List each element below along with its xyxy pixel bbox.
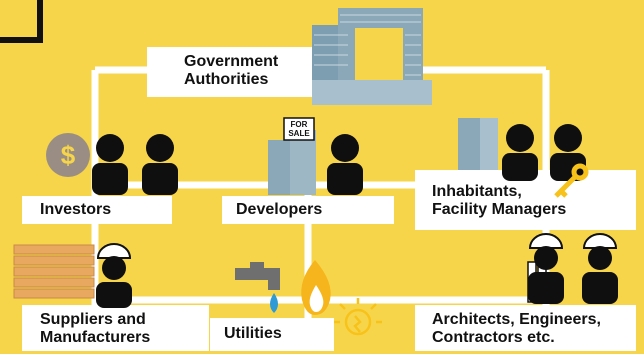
office-tower-icon (312, 8, 432, 105)
light-bulb-icon (334, 298, 382, 336)
apartment-building-icon (458, 118, 498, 170)
label-line-1: Government (184, 53, 279, 70)
inhabitants-label: Inhabitants, Facility Managers (432, 183, 566, 219)
label-text: Investors (40, 201, 112, 218)
hard-hat-worker-silhouette (96, 243, 132, 308)
svg-text:$: $ (61, 140, 76, 170)
water-drop-icon (270, 293, 278, 313)
label-text: Utilities (224, 325, 282, 342)
dollar-coin-icon: $ (46, 133, 90, 177)
for-sale-sign-line-2: SALE (288, 129, 310, 138)
hard-hat-worker-icon (528, 233, 564, 304)
label-line-2: Authorities (184, 71, 269, 88)
flame-icon (301, 260, 331, 315)
developer-person-silhouette (327, 134, 363, 195)
inhabitant-person-silhouette-2 (550, 124, 586, 181)
developers-label: Developers (236, 201, 322, 219)
hard-hat-worker-icon-2 (582, 233, 618, 304)
government-authorities-label: Government Authorities (184, 53, 278, 89)
faucet-icon (235, 262, 280, 290)
for-sale-sign-line-1: FOR (291, 120, 308, 129)
label-text: Developers (236, 201, 323, 218)
investor-person-silhouette-1 (92, 134, 128, 195)
label-line-1: Suppliers and (40, 311, 146, 328)
label-boxes (22, 47, 636, 351)
suppliers-label: Suppliers and Manufacturers (40, 311, 150, 347)
utilities-label: Utilities (224, 325, 282, 343)
label-line-1: Architects, Engineers, (432, 311, 601, 328)
label-line-1: Inhabitants, (432, 183, 522, 200)
for-sale-building-icon: FOR SALE (268, 117, 316, 195)
label-line-2: Contractors etc. (432, 329, 555, 346)
investor-person-silhouette-2 (142, 134, 178, 195)
key-icon (554, 163, 589, 198)
label-line-2: Manufacturers (40, 329, 151, 346)
inhabitant-person-silhouette-1 (502, 124, 538, 181)
investors-label: Investors (40, 201, 111, 219)
architects-label: Architects, Engineers, Contractors etc. (432, 311, 601, 347)
corner-frame-mark (0, 0, 43, 43)
pallet-stack-icon (13, 244, 95, 299)
label-line-2: Facility Managers (432, 201, 567, 218)
